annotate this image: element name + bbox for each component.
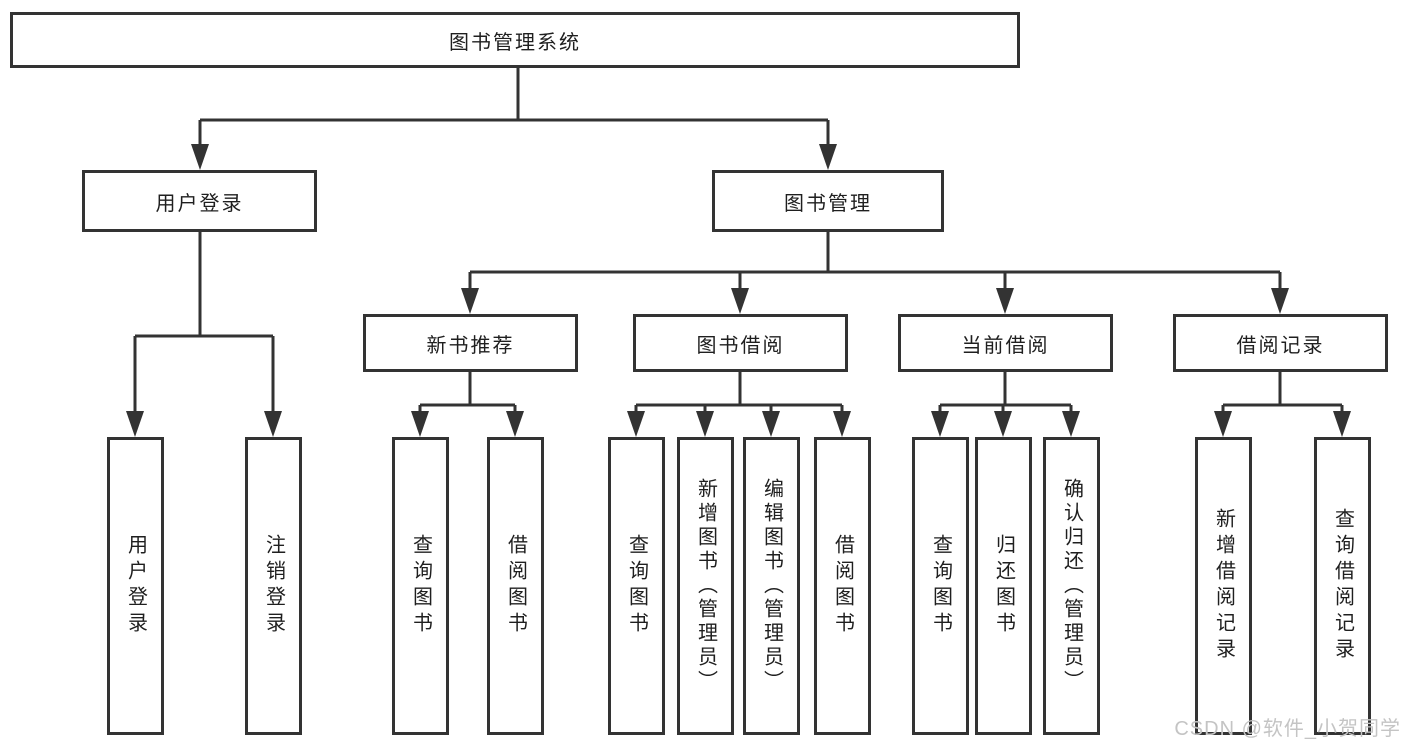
leaf-bb-add-books-admin: 新增图书（管理员） [677,437,734,735]
leaf-cb-confirm-return-admin: 确认归还（管理员） [1043,437,1100,735]
node-label: 图书借阅 [696,334,785,357]
node-label: 归还图书 [992,534,1015,638]
leaf-cb-return-books: 归还图书 [975,437,1032,735]
node-label: 注销登录 [262,534,285,638]
leaf-nbr-borrow-books: 借阅图书 [487,437,544,735]
node-label: 借阅图书 [831,534,854,638]
node-label: 新书推荐 [426,334,515,357]
node-label: 借阅图书 [504,534,527,638]
node-current-borrow: 当前借阅 [898,314,1113,372]
leaf-bb-query-books: 查询图书 [608,437,665,735]
node-label: 用户登录 [155,192,244,215]
leaf-br-add-record: 新增借阅记录 [1195,437,1252,735]
leaf-bb-borrow-books: 借阅图书 [814,437,871,735]
node-book-management: 图书管理 [712,170,944,232]
node-root: 图书管理系统 [10,12,1020,68]
node-label: 查询图书 [625,534,648,638]
node-label: 图书管理 [784,192,872,215]
node-label: 查询借阅记录 [1331,508,1354,664]
node-label: 图书管理系统 [449,31,581,54]
leaf-logout: 注销登录 [245,437,302,735]
node-label: 查询图书 [929,534,952,638]
leaf-cb-query-books: 查询图书 [912,437,969,735]
node-label: 用户登录 [124,534,147,638]
node-label: 确认归还（管理员） [1060,478,1083,694]
node-label: 查询图书 [409,534,432,638]
node-borrow-records: 借阅记录 [1173,314,1388,372]
leaf-bb-edit-books-admin: 编辑图书（管理员） [743,437,800,735]
node-label: 当前借阅 [961,334,1050,357]
leaf-nbr-query-books: 查询图书 [392,437,449,735]
node-label: 新增图书（管理员） [694,478,717,694]
node-book-borrow: 图书借阅 [633,314,848,372]
node-new-book-recommend: 新书推荐 [363,314,578,372]
watermark: CSDN @软件_小贺同学 [1174,718,1401,740]
node-label: 编辑图书（管理员） [760,478,783,694]
node-label: 新增借阅记录 [1212,508,1235,664]
node-user-login: 用户登录 [82,170,317,232]
leaf-br-query-record: 查询借阅记录 [1314,437,1371,735]
node-label: 借阅记录 [1236,334,1325,357]
leaf-user-login: 用户登录 [107,437,164,735]
